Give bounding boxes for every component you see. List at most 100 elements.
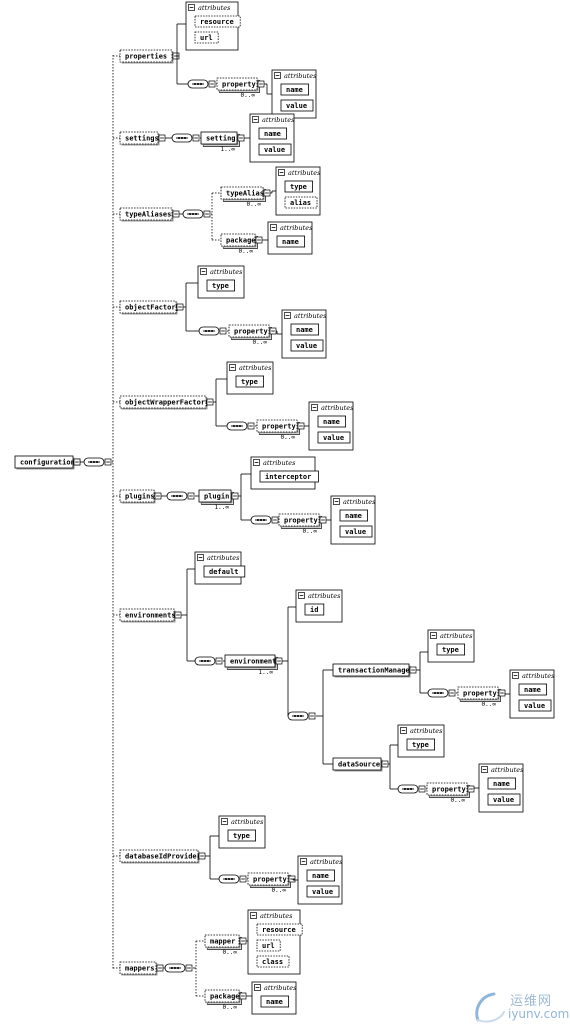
collapse-toggle-icon[interactable] [252,116,259,123]
attribute-url[interactable]: url [194,31,219,44]
element-environments[interactable]: environments [119,608,176,623]
element-plugin[interactable]: plugin [198,489,234,505]
attribute-alias[interactable]: alias [284,196,318,209]
attribute-name[interactable]: name [487,777,517,790]
attribute-type[interactable]: type [227,829,257,842]
attribute-name[interactable]: name [306,869,336,882]
collapse-toggle-icon[interactable] [298,592,305,599]
collapse-toggle-icon[interactable] [430,632,437,639]
collapse-toggle-icon[interactable] [278,169,285,176]
attribute-id[interactable]: id [304,603,325,616]
sequence-expand-icon[interactable] [271,516,279,524]
element-property[interactable]: property [256,419,300,435]
element-mapper[interactable]: mapper [204,934,242,950]
collapse-toggle-icon[interactable] [333,498,340,505]
object-wrapper-factory-expand-icon[interactable] [206,398,214,406]
property-expand-icon[interactable] [467,785,475,793]
element-package[interactable]: package [204,989,242,1005]
sequence-expand-icon[interactable] [239,875,247,883]
element-data-source[interactable]: dataSource [332,757,383,772]
property-expand-icon[interactable] [319,516,327,524]
element-property[interactable]: property [426,782,470,798]
collapse-toggle-icon[interactable] [221,818,228,825]
element-properties[interactable]: properties [119,49,174,64]
sequence-expand-icon[interactable] [208,80,216,88]
type-aliases-expand-icon[interactable] [172,210,180,218]
package-expand-icon[interactable] [239,992,247,1000]
plugins-expand-icon[interactable] [154,492,162,500]
attribute-resource[interactable]: resource [194,15,241,28]
element-object-wrapper-factory[interactable]: objectWrapperFactory [119,395,210,410]
collapse-toggle-icon[interactable] [311,404,318,411]
attribute-value[interactable]: value [306,885,340,898]
attribute-value[interactable]: value [317,431,351,444]
element-configuration-root[interactable]: configuration [14,455,75,470]
type-alias-expand-icon[interactable] [263,189,271,197]
element-transaction-manager[interactable]: transactionManager [332,663,414,678]
collapse-toggle-icon[interactable] [254,984,261,991]
collapse-toggle-icon[interactable] [400,727,407,734]
element-property[interactable]: property [247,872,291,888]
sequence-expand-icon[interactable] [203,210,211,218]
collapse-toggle-icon[interactable] [270,224,277,231]
element-mappers[interactable]: mappers [119,961,158,976]
sequence-expand-icon[interactable] [247,422,255,430]
attribute-default[interactable]: default [203,565,246,578]
sequence-expand-icon[interactable] [192,134,200,142]
collapse-toggle-icon[interactable] [253,459,260,466]
element-object-factory[interactable]: objectFactory [119,300,181,315]
element-property[interactable]: property [457,686,501,702]
property-expand-icon[interactable] [297,422,305,430]
collapse-toggle-icon[interactable] [197,554,204,561]
attribute-name[interactable]: name [290,323,320,336]
object-factory-expand-icon[interactable] [176,303,184,311]
attribute-name[interactable]: name [280,83,310,96]
attribute-value[interactable]: value [339,525,373,538]
plugin-expand-icon[interactable] [231,492,239,500]
attribute-resource[interactable]: resource [256,923,303,936]
sequence-expand-icon[interactable] [418,785,426,793]
property-expand-icon[interactable] [498,689,506,697]
element-package[interactable]: package [220,233,258,249]
attribute-value[interactable]: value [518,699,552,712]
mappers-expand-icon[interactable] [156,964,164,972]
element-type-aliases[interactable]: typeAliases [119,207,174,222]
property-expand-icon[interactable] [269,327,277,335]
element-settings[interactable]: settings [119,131,160,146]
mapper-expand-icon[interactable] [239,937,247,945]
sequence-expand-icon[interactable] [219,327,227,335]
configuration-root-expand-icon[interactable] [73,458,81,466]
package-expand-icon[interactable] [255,236,263,244]
collapse-toggle-icon[interactable] [300,858,307,865]
attribute-url[interactable]: url [256,939,281,952]
attribute-name[interactable]: name [317,415,347,428]
attribute-value[interactable]: value [280,99,314,112]
database-id-provider-expand-icon[interactable] [198,852,206,860]
attribute-type[interactable]: type [284,180,314,193]
attribute-name[interactable]: name [258,127,288,140]
attribute-name[interactable]: name [276,235,306,248]
collapse-toggle-icon[interactable] [512,672,519,679]
sequence-expand-icon[interactable] [215,657,223,665]
attribute-interceptor[interactable]: interceptor [259,470,319,483]
settings-expand-icon[interactable] [158,134,166,142]
attribute-name[interactable]: name [518,683,548,696]
element-property[interactable]: property [216,77,260,93]
element-database-id-provider[interactable]: databaseIdProvider [119,849,201,864]
attribute-name[interactable]: name [260,995,290,1008]
sequence-expand-icon[interactable] [185,964,193,972]
sequence-expand-icon[interactable] [104,458,112,466]
element-environment[interactable]: environment [224,654,278,670]
setting-expand-icon[interactable] [237,134,245,142]
element-property[interactable]: property [228,324,272,340]
collapse-toggle-icon[interactable] [274,72,281,79]
collapse-toggle-icon[interactable] [188,4,195,11]
transaction-manager-expand-icon[interactable] [409,666,417,674]
attribute-type[interactable]: type [235,375,265,388]
element-property[interactable]: property [278,513,322,529]
sequence-expand-icon[interactable] [308,712,316,720]
attribute-type[interactable]: type [436,643,466,656]
environments-expand-icon[interactable] [174,611,182,619]
sequence-expand-icon[interactable] [187,492,195,500]
property-expand-icon[interactable] [257,80,265,88]
